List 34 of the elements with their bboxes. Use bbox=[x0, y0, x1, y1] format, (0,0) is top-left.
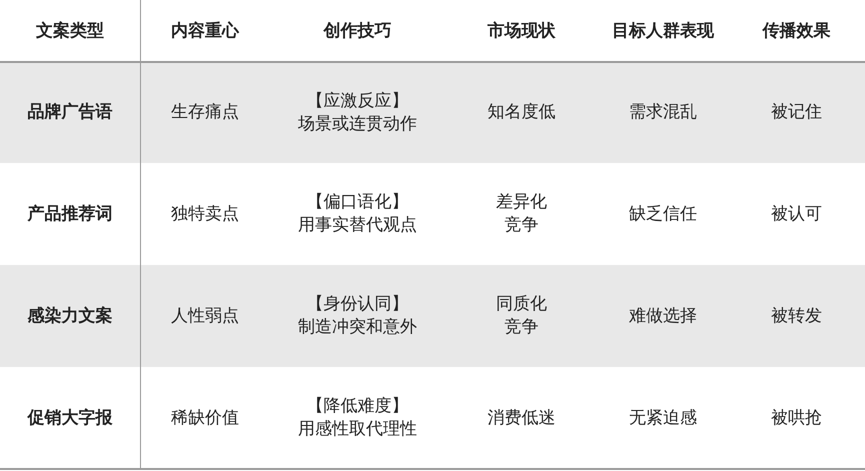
column-header: 文案类型 bbox=[36, 20, 104, 42]
table-cell-text: 场景或连贯动作 bbox=[298, 112, 417, 136]
row-header: 产品推荐词 bbox=[28, 202, 112, 226]
row-header: 品牌广告语 bbox=[28, 101, 112, 124]
row-header: 感染力文案 bbox=[28, 304, 112, 328]
table-cell-text: 稀缺价值 bbox=[171, 406, 239, 430]
table-cell-text: 用感性取代理性 bbox=[298, 418, 417, 441]
table-cell-text: 【降低难度】 bbox=[306, 395, 408, 418]
column-header: 市场现状 bbox=[488, 20, 556, 42]
table-cell-text: 【偏口语化】 bbox=[306, 191, 408, 214]
table-cell-text: 被记住 bbox=[771, 101, 822, 124]
table-cell-text: 生存痛点 bbox=[171, 101, 239, 124]
table-cell-text: 缺乏信任 bbox=[629, 202, 697, 226]
table-cell-text: 无紧迫感 bbox=[629, 406, 697, 430]
table-cell-text: 难做选择 bbox=[629, 304, 697, 328]
table-cell-text: 被哄抢 bbox=[771, 406, 822, 430]
column-header: 目标人群表现 bbox=[612, 20, 714, 42]
table-cell-text: 独特卖点 bbox=[171, 202, 239, 226]
table-cell-text: 制造冲突和意外 bbox=[298, 316, 417, 339]
column-header: 内容重心 bbox=[171, 20, 239, 42]
column-header: 传播效果 bbox=[762, 20, 830, 42]
table-cell-text: 【身份认同】 bbox=[306, 293, 408, 316]
table-cell-text: 被转发 bbox=[771, 304, 822, 328]
row-header: 促销大字报 bbox=[28, 406, 112, 430]
table-cell-text: 被认可 bbox=[771, 202, 822, 226]
table-cell-text: 人性弱点 bbox=[171, 304, 239, 328]
table-cell-text: 【应激反应】 bbox=[306, 90, 408, 112]
table-cell-text: 同质化竞争 bbox=[495, 293, 548, 339]
table-cell-text: 消费低迷 bbox=[488, 406, 556, 430]
table-cell-text: 用事实替代观点 bbox=[298, 214, 417, 237]
column-header: 创作技巧 bbox=[324, 20, 392, 42]
table-cell-text: 差异化竞争 bbox=[495, 191, 548, 237]
table-cell-text: 知名度低 bbox=[488, 101, 556, 124]
table-cell-text: 需求混乱 bbox=[629, 101, 697, 124]
